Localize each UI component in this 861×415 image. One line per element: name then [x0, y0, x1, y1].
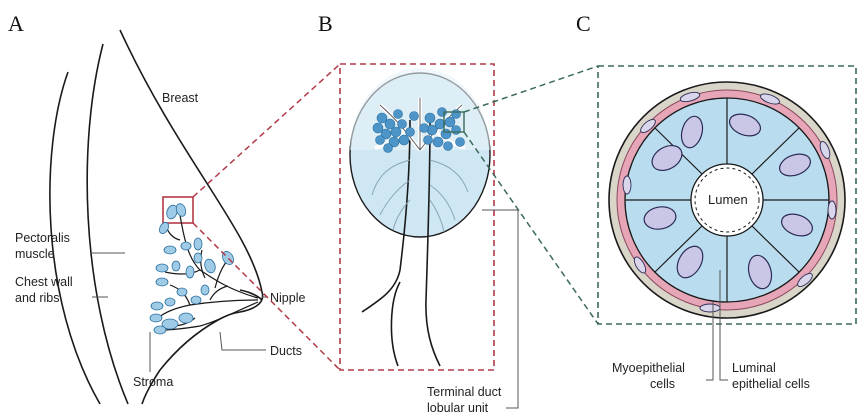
label-lumen: Lumen — [708, 192, 748, 207]
breast-outline — [120, 30, 263, 404]
nipple-outline — [240, 290, 262, 300]
leader-tdlu — [482, 210, 518, 408]
panel-letter-a: A — [8, 11, 24, 36]
label-ducts: Ducts — [270, 344, 302, 358]
label-pectoralis-1: Pectoralis — [15, 231, 70, 245]
connector-b-c — [464, 66, 598, 324]
label-myoepithelial-1: Myoepithelial — [612, 361, 685, 375]
pectoralis-outline — [87, 44, 128, 404]
leader-ducts — [220, 332, 266, 350]
panel-a: Breast Pectoralis muscle Chest wall and … — [15, 30, 305, 404]
panel-letter-b: B — [318, 11, 333, 36]
duct-branch — [391, 282, 400, 366]
label-tdlu-2: lobular unit — [427, 401, 489, 415]
label-luminal-1: Luminal — [732, 361, 776, 375]
label-chest-wall-2: and ribs — [15, 291, 59, 305]
panel-letter-c: C — [576, 11, 591, 36]
label-tdlu-1: Terminal duct — [427, 385, 502, 399]
label-chest-wall-1: Chest wall — [15, 275, 73, 289]
panel-b: Terminal duct lobular unit — [340, 64, 518, 415]
connector-a-b — [193, 64, 340, 370]
label-breast: Breast — [162, 91, 199, 105]
label-nipple: Nipple — [270, 291, 305, 305]
label-pectoralis-2: muscle — [15, 247, 55, 261]
label-stroma: Stroma — [133, 375, 173, 389]
label-myoepithelial-2: cells — [650, 377, 675, 391]
label-luminal-2: epithelial cells — [732, 377, 810, 391]
panel-c: Lumen Myoepithelial cells Luminal epithe… — [598, 66, 856, 391]
